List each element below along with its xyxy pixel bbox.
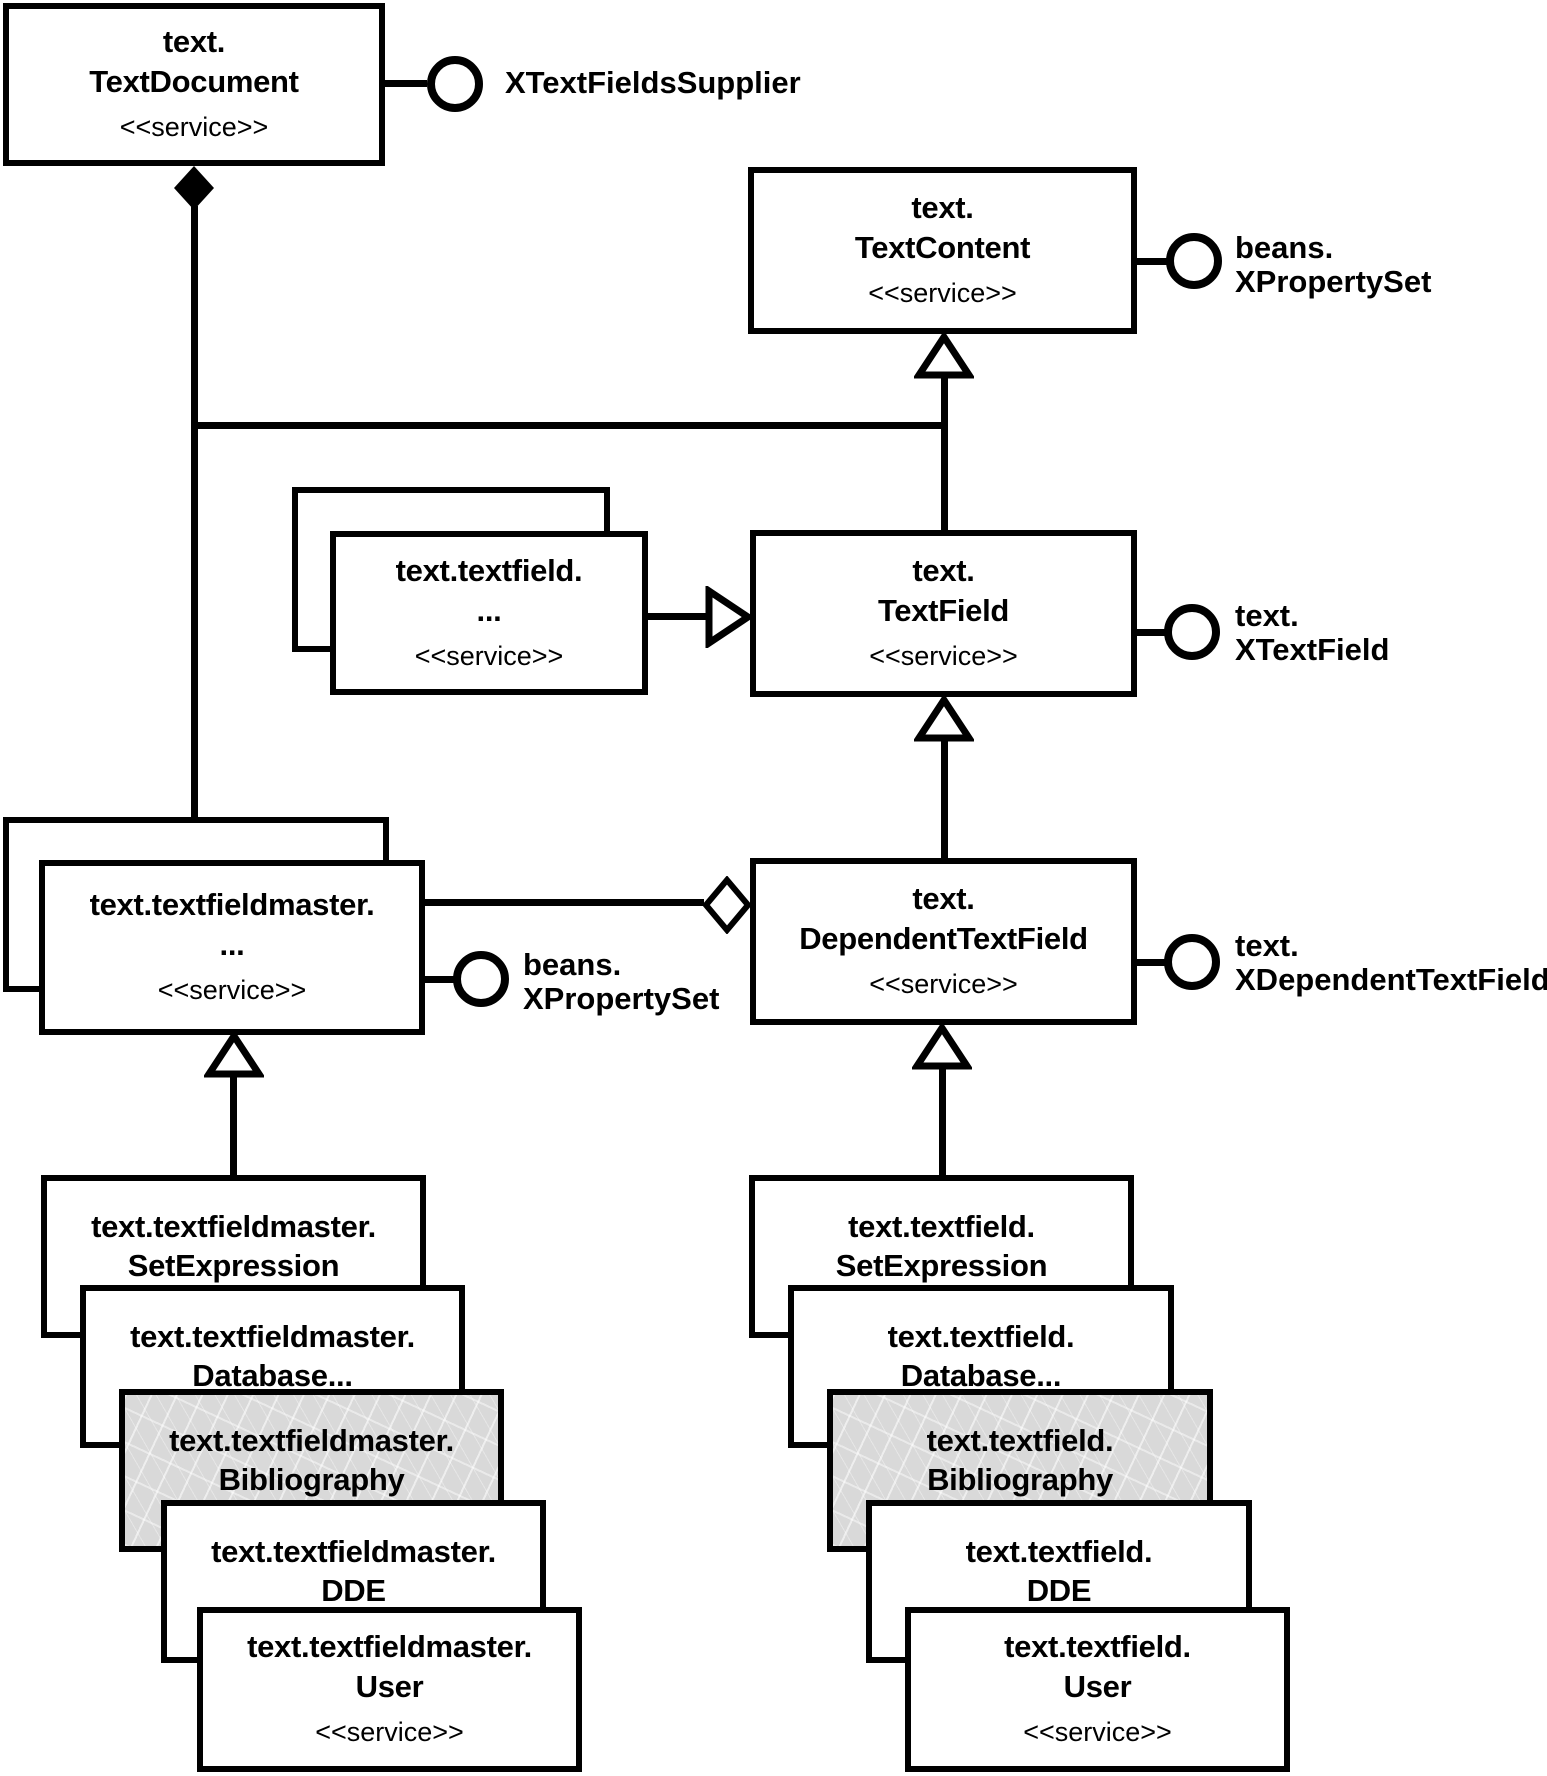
- service-name: text.: [912, 881, 975, 916]
- interface-name: XPropertySet: [523, 981, 720, 1016]
- ellipsis-label: ...: [476, 592, 502, 628]
- service-name: Bibliography: [927, 1462, 1113, 1497]
- lollipop-stem-xtextfield: [1137, 629, 1165, 636]
- service-box-field-database: text.textfield. Database...: [788, 1285, 1174, 1448]
- service-name: TextContent: [854, 230, 1031, 265]
- aggregation-line: [425, 899, 704, 906]
- service-box-field-user: text.textfield. User <<service>>: [905, 1607, 1290, 1772]
- interface-name: text.: [1235, 928, 1299, 963]
- service-box-master-user: text.textfieldmaster. User <<service>>: [197, 1607, 582, 1772]
- service-name: User: [1063, 1669, 1132, 1704]
- stereotype-label: <<service>>: [157, 975, 307, 1005]
- service-name: text.textfieldmaster.: [169, 1423, 454, 1458]
- lollipop-stem-supplier: [385, 80, 427, 87]
- service-name: DDE: [1026, 1573, 1092, 1608]
- interface-circle-xtextfield: [1164, 604, 1220, 660]
- generalization-line-master-cascade: [230, 1070, 237, 1178]
- interface-circle-content-xpropertyset: [1166, 233, 1222, 289]
- service-name: TextDocument: [89, 64, 299, 99]
- service-box-textfieldmaster-group: text.textfieldmaster. ... <<service>>: [39, 860, 425, 1035]
- generalization-line-textfieldgroup: [648, 613, 706, 620]
- interface-name: XDependentTextField: [1235, 962, 1547, 997]
- stereotype-label: <<service>>: [868, 278, 1017, 308]
- service-box-text-field: text. TextField <<service>>: [750, 530, 1137, 697]
- service-name: SetExpression: [835, 1248, 1048, 1283]
- interface-circle-xtextfieldssupplier: [427, 56, 483, 112]
- generalization-triangle-textcontent: [914, 332, 974, 379]
- composition-diamond-icon: [174, 166, 214, 210]
- interface-name: XPropertySet: [1235, 264, 1432, 299]
- service-name: text.: [911, 190, 974, 225]
- stereotype-label: <<service>>: [869, 641, 1018, 671]
- stereotype-label: <<service>>: [869, 969, 1018, 999]
- lollipop-stem-content-propertyset: [1137, 258, 1167, 265]
- service-name: text.textfield.: [848, 1209, 1035, 1244]
- interface-name: text.: [1235, 598, 1299, 633]
- service-name: Bibliography: [218, 1462, 405, 1497]
- service-name: text.textfield.: [926, 1423, 1114, 1458]
- interface-circle-master-xpropertyset: [453, 951, 509, 1007]
- ellipsis-label: ...: [219, 927, 245, 962]
- generalization-line-textfield-dependent: [941, 733, 948, 860]
- interface-label-xtextfield: text. XTextField: [1235, 599, 1389, 667]
- service-name: text.textfield.: [395, 552, 583, 588]
- interface-label-xdependenttextfield: text. XDependentTextField: [1235, 929, 1547, 997]
- service-name: DependentTextField: [799, 921, 1088, 956]
- composition-line-vertical: [191, 206, 198, 824]
- interface-label-content-xpropertyset: beans. XPropertySet: [1235, 231, 1431, 299]
- generalization-triangle-dependent: [912, 1023, 972, 1070]
- interface-name: beans.: [523, 947, 622, 982]
- service-box-dependent-text-field: text. DependentTextField <<service>>: [750, 858, 1137, 1025]
- generalization-triangle-textfield: [914, 695, 974, 742]
- service-box-text-document: text. TextDocument <<service>>: [3, 3, 385, 166]
- service-name: text.textfieldmaster.: [211, 1534, 496, 1569]
- stereotype-label: <<service>>: [119, 112, 269, 142]
- service-name: text.textfield.: [887, 1319, 1075, 1354]
- interface-circle-xdependenttextfield: [1164, 934, 1220, 990]
- service-box-text-content: text. TextContent <<service>>: [748, 167, 1137, 334]
- generalization-line-textcontent-textfield: [941, 374, 948, 532]
- aggregation-diamond-icon: [703, 876, 751, 934]
- service-name: text.textfieldmaster.: [247, 1629, 532, 1664]
- service-name: text.textfieldmaster.: [89, 887, 375, 922]
- service-name: text.textfieldmaster.: [130, 1319, 415, 1354]
- service-name: TextField: [877, 593, 1010, 628]
- generalization-triangle-master: [204, 1031, 264, 1078]
- stereotype-label: <<service>>: [414, 640, 564, 671]
- generalization-line-dependent-cascade: [939, 1060, 946, 1180]
- interface-name: XTextFieldsSupplier: [505, 65, 801, 100]
- interface-label-master-xpropertyset: beans. XPropertySet: [523, 948, 719, 1016]
- lollipop-stem-master-propertyset: [425, 976, 454, 983]
- service-name: text.textfieldmaster.: [91, 1209, 376, 1244]
- service-name: text.textfield.: [1004, 1629, 1191, 1664]
- service-name: text.: [162, 24, 226, 59]
- lollipop-stem-xdependenttextfield: [1137, 959, 1165, 966]
- service-box-textfield-group: text.textfield. ... <<service>>: [330, 531, 648, 695]
- generalization-triangle-right-icon: [705, 586, 752, 648]
- service-name: SetExpression: [127, 1248, 340, 1283]
- stereotype-label: <<service>>: [1023, 1717, 1172, 1747]
- service-name: text.: [912, 553, 975, 588]
- service-name: text.textfield.: [965, 1534, 1153, 1569]
- service-name: Database...: [192, 1358, 353, 1393]
- interface-name: XTextField: [1235, 632, 1390, 667]
- service-name: DDE: [321, 1573, 386, 1608]
- composition-line-horizontal: [191, 422, 948, 429]
- interface-label-xtextfieldssupplier: XTextFieldsSupplier: [505, 66, 801, 100]
- service-name: User: [355, 1669, 424, 1704]
- stereotype-label: <<service>>: [315, 1717, 464, 1747]
- service-name: Database...: [900, 1358, 1062, 1393]
- interface-name: beans.: [1235, 230, 1334, 265]
